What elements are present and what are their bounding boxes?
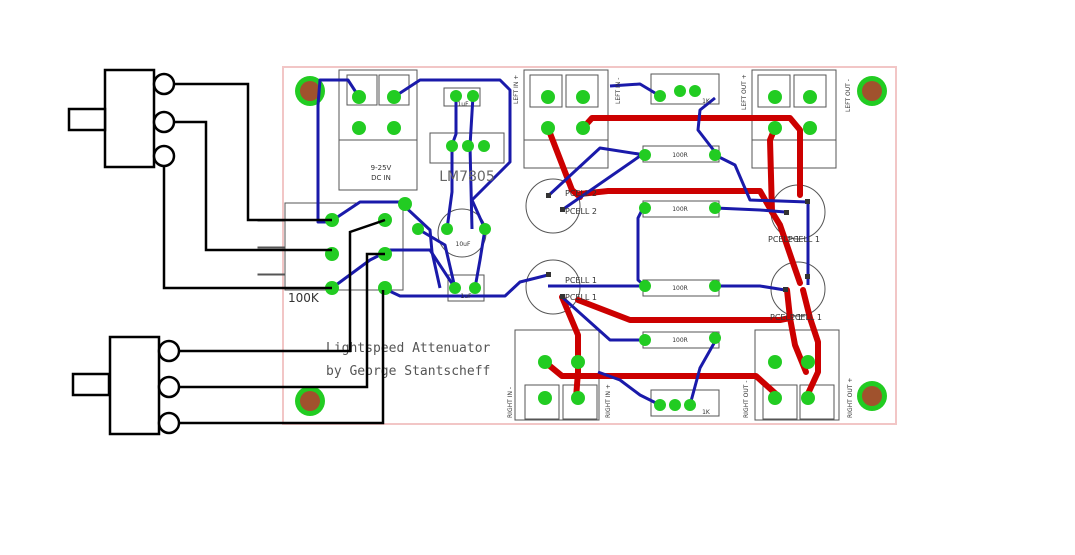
resistor-100r-label-3: 100R [672,285,688,292]
right-out-label: RIGHT OUT - [743,380,750,418]
left-in-neg-label: LEFT IN - [615,78,622,104]
resistor-100r-label-1: 100R [672,152,688,159]
cap-1uf-bottom-label: 1uF [460,293,472,300]
pcell-1-label-left: PCELL 1 [565,276,597,285]
resistor-1k-top-label: 1K [702,98,711,105]
board-title-line2: by George Stantscheff [326,364,490,379]
switch-bottom-lug-2 [157,375,181,399]
switch-bottom-body [108,335,161,436]
mounting-holes [295,76,887,416]
resistor-100r-label-2: 100R [672,206,688,213]
pot-label: 100K [288,291,320,305]
switch-top-body [103,68,156,169]
switch-bottom-lug-3 [157,411,181,435]
resistor-100r-label-4: 100R [672,337,688,344]
red-traces [542,115,821,401]
component-labels: 9-25V DC IN LM7805 10uF 1uF 1uF 100K 1K … [288,74,854,418]
resistor-1k-bottom-label: 1K [702,409,711,416]
regulator-label: LM7805 [439,169,495,185]
switch-top-lug-3 [152,144,176,168]
switch-top [67,68,176,169]
cap-1uf-top-label: 1uF [457,101,469,108]
dc-in-label: DC IN [371,174,391,182]
switch-top-lug-1 [152,72,176,96]
pcell-2-label-mirror: PCELL 2 [565,207,597,216]
pcell-1-label-right-bottom-2: PCELL 1 [790,313,822,322]
left-out-pos-label: LEFT OUT + [741,74,748,110]
right-in-pos-label: RIGHT IN + [605,384,612,418]
dc-in-volts-label: 9-25V [371,164,392,172]
switch-bottom-lug-1 [157,339,181,363]
switch-wiring [162,82,386,425]
switch-top-lug-2 [152,110,176,134]
left-in-pos-label: LEFT IN + [513,75,520,104]
switch-bottom-lever [71,372,111,397]
cap-10uf-label: 10uF [456,241,471,248]
pcell-1-label-right-top-2: PCELL 1 [788,235,820,244]
pcell-1-label-right-top: PCELL 1 [768,235,800,244]
right-in-neg-label: RIGHT IN - [507,387,514,418]
switch-bottom [71,335,181,436]
switch-top-lever [67,107,107,132]
photocell-leads [546,193,810,299]
right-out-pos-label: RIGHT OUT + [847,378,854,418]
left-out-neg-label: LEFT OUT - [845,79,852,112]
pcell-1-label-right-bottom: PCELL 1 [770,313,802,322]
pcell-1-label-left-mirror: PCELL 1 [565,293,597,302]
pcell-2-label: PCELL 2 [565,189,597,198]
